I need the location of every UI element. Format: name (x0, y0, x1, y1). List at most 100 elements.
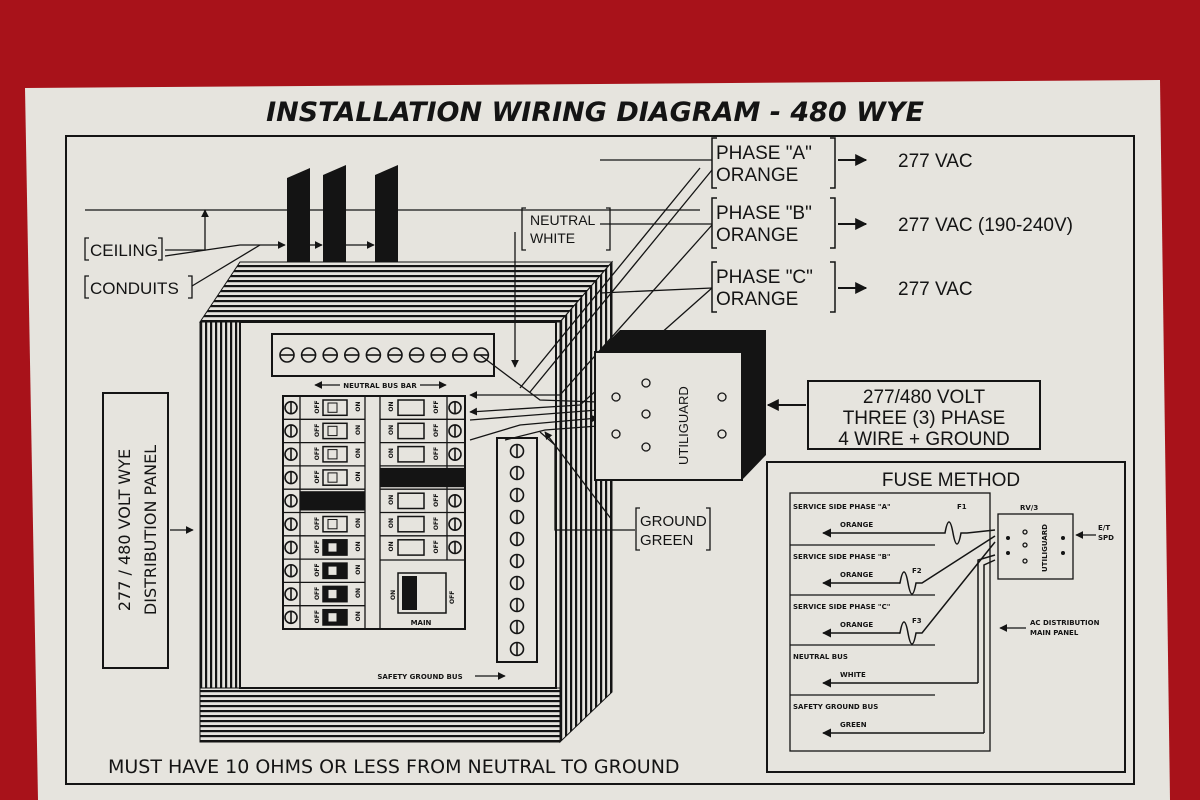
breaker-on-label: ON (355, 611, 362, 621)
svg-text:F1: F1 (957, 503, 967, 511)
neutral-bus-screws (279, 347, 490, 363)
breaker-off-label: OFF (314, 424, 321, 437)
breaker-on-label: ON (388, 541, 395, 551)
breaker-icon (397, 492, 425, 510)
svg-text:ORANGE: ORANGE (840, 621, 873, 629)
breaker-off-label: OFF (314, 517, 321, 530)
svg-text:SPD: SPD (1098, 534, 1114, 542)
breaker-on-label: ON (355, 425, 362, 435)
svg-text:277/480 VOLT: 277/480 VOLT (863, 387, 986, 408)
svg-text:SAFETY GROUND BUS: SAFETY GROUND BUS (793, 703, 878, 711)
neutral-bus-bar-label: NEUTRAL BUS BAR (343, 382, 417, 390)
phase-color: ORANGE (716, 289, 798, 310)
svg-text:GREEN: GREEN (840, 721, 867, 729)
breaker-icon (397, 399, 425, 417)
svg-text:ORANGE: ORANGE (840, 571, 873, 579)
fuse-method-diagram: FUSE METHOD RV/3 UTILIGUARD E/T SPD AC D… (766, 461, 1126, 773)
phase-color: ORANGE (716, 165, 798, 186)
svg-text:THREE (3) PHASE: THREE (3) PHASE (843, 408, 1006, 429)
blank-slot (380, 467, 465, 488)
svg-text:E/T: E/T (1098, 524, 1110, 532)
breaker-on-label: ON (388, 402, 395, 412)
svg-text:FUSE METHOD: FUSE METHOD (882, 470, 1020, 491)
diagram-title: INSTALLATION WIRING DIAGRAM - 480 WYE (266, 97, 924, 128)
svg-text:CEILING: CEILING (90, 241, 158, 260)
breaker-on-label: ON (355, 588, 362, 598)
breaker-on-label: ON (355, 402, 362, 412)
main-on-label: ON (390, 590, 397, 600)
svg-text:MAIN PANEL: MAIN PANEL (1030, 629, 1079, 637)
fuse-row: SAFETY GROUND BUS GREEN (793, 559, 996, 738)
breaker-on-label: ON (355, 518, 362, 528)
inner-border (65, 135, 1135, 785)
breaker-on-label: ON (355, 471, 362, 481)
footer-warning: MUST HAVE 10 OHMS OR LESS FROM NEUTRAL T… (108, 756, 680, 778)
service-label: 277/480 VOLT THREE (3) PHASE 4 WIRE + GR… (766, 380, 1041, 450)
breaker-icon (322, 422, 348, 440)
neutral-bus-bar (271, 333, 495, 377)
phase-name: PHASE "B" (716, 203, 812, 224)
distribution-panel-label: 277 / 480 VOLT WYE DISTRIBUTION PANEL (102, 392, 194, 669)
safety-ground-bus (496, 437, 538, 663)
breaker-off-label: OFF (314, 470, 321, 483)
panel-enclosure (199, 260, 614, 744)
breaker-icon (322, 515, 348, 533)
phase-color: ORANGE (716, 225, 798, 246)
phase-voltage: 277 VAC (190-240V) (898, 215, 1073, 236)
main-breaker: ON OFF MAIN (390, 572, 456, 627)
svg-text:4 WIRE + GROUND: 4 WIRE + GROUND (838, 429, 1010, 450)
svg-text:UTILIGUARD: UTILIGUARD (1041, 524, 1049, 572)
breaker-off-label: OFF (433, 424, 440, 437)
breaker-off-label: OFF (314, 400, 321, 413)
breaker-on-label: ON (355, 448, 362, 458)
svg-text:AC DISTRIBUTION: AC DISTRIBUTION (1030, 619, 1100, 627)
breaker-icon (397, 515, 425, 533)
svg-text:SERVICE SIDE PHASE "B": SERVICE SIDE PHASE "B" (793, 553, 891, 561)
ceiling-label: CEILING (84, 209, 375, 261)
phase-voltage: 277 VAC (898, 279, 973, 300)
svg-text:GREEN: GREEN (640, 532, 693, 549)
breaker-on-label: ON (355, 541, 362, 551)
breaker-icon (322, 445, 348, 463)
svg-text:UTILIGUARD: UTILIGUARD (676, 386, 691, 465)
breaker-on-label: ON (388, 518, 395, 528)
breaker-on-label: ON (388, 495, 395, 505)
phase-label-c: PHASE "C"ORANGE 277 VAC (599, 261, 973, 313)
breaker-icon (322, 469, 348, 486)
breaker-icon (397, 422, 425, 440)
phase-wires (469, 167, 713, 531)
svg-text:NEUTRAL BUS: NEUTRAL BUS (793, 653, 848, 661)
breaker-off-label: OFF (433, 447, 440, 460)
svg-text:RV/3: RV/3 (1020, 504, 1038, 512)
fuse-row: SERVICE SIDE PHASE "B" ORANGE F2 (790, 535, 996, 596)
safety-ground-bus-label: SAFETY GROUND BUS (377, 673, 462, 681)
breaker-off-label: OFF (314, 563, 321, 576)
svg-text:NEUTRAL: NEUTRAL (530, 212, 596, 228)
breaker-off-label: OFF (314, 540, 321, 553)
phase-name: PHASE "C" (716, 267, 813, 288)
blank-slot (300, 491, 365, 511)
breaker-off-label: OFF (433, 400, 440, 413)
breaker-on-label: ON (355, 565, 362, 575)
utiliguard-device: UTILIGUARD (594, 330, 766, 481)
ground-bus-screws (509, 443, 525, 657)
neutral-white-label: NEUTRAL WHITE (511, 207, 611, 368)
breaker-on-label: ON (388, 448, 395, 458)
phase-name: PHASE "A" (716, 143, 812, 164)
svg-text:F2: F2 (912, 567, 922, 575)
breaker-icon (397, 445, 425, 463)
breaker-off-label: OFF (433, 494, 440, 507)
breaker-on-label: ON (388, 425, 395, 435)
main-off-label: OFF (449, 591, 456, 604)
phase-label-b: PHASE "B"ORANGE 277 VAC (190-240V) (600, 197, 1073, 249)
svg-text:277 / 480 VOLT WYE: 277 / 480 VOLT WYE (115, 449, 134, 611)
breaker-icon (322, 399, 348, 417)
breaker-off-label: OFF (314, 447, 321, 460)
breaker-off-label: OFF (314, 587, 321, 600)
svg-text:WHITE: WHITE (530, 230, 575, 246)
